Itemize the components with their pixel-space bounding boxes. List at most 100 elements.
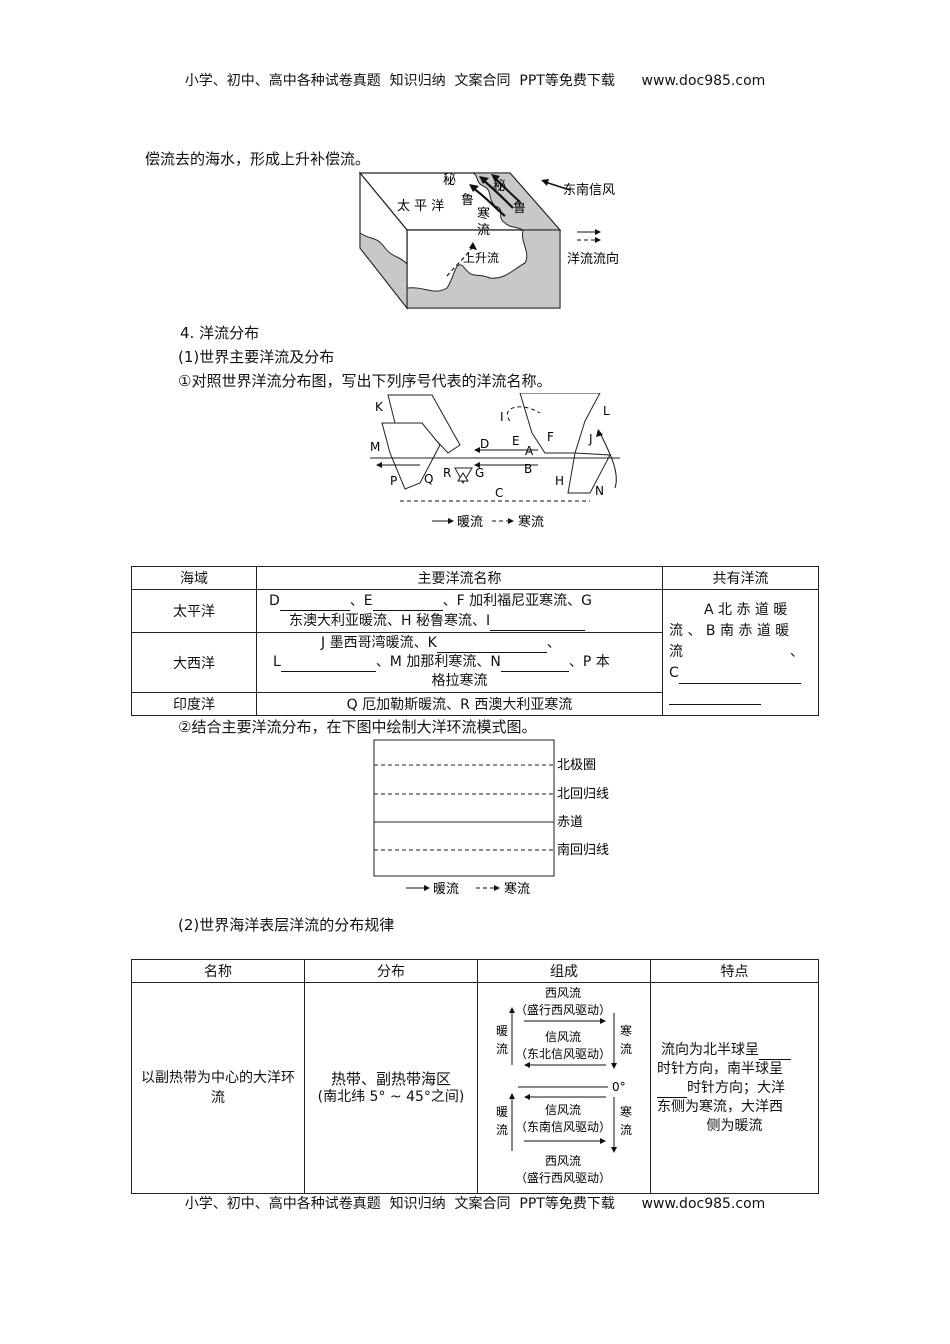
- th-composition: 组成: [477, 959, 651, 983]
- row-atlantic-name: 大西洋: [131, 632, 257, 693]
- th-current-names: 主要洋流名称: [256, 566, 663, 590]
- row-indian-currents: Q 厄加勒斯暖流、R 西澳大利亚寒流: [256, 692, 663, 716]
- features-l2: 时针方向，南半球呈: [657, 1060, 783, 1077]
- letter-q: Q: [424, 472, 433, 486]
- label-lu-1: 鲁: [461, 193, 474, 208]
- row-indian-name: 印度洋: [131, 692, 257, 716]
- question-2: ②结合主要洋流分布，在下图中绘制大洋环流模式图。: [178, 718, 537, 736]
- blank-south-direction[interactable]: [657, 1096, 687, 1098]
- th-name: 名称: [131, 959, 305, 983]
- comp-flow-n-warm: 流: [496, 1042, 508, 1056]
- letter-b: B: [524, 462, 532, 476]
- comp-north-top2: （盛行西风驱动）: [515, 1002, 611, 1017]
- blank-l[interactable]: [280, 671, 376, 672]
- comp-north-mid2: （东北信风驱动）: [515, 1047, 611, 1061]
- comp-south-mid1: 信风流: [545, 1103, 581, 1117]
- atlantic-comma: 、: [546, 635, 561, 651]
- features-l5: 侧为暖流: [706, 1117, 763, 1134]
- pacific-f-g: 、F 加利福尼亚寒流、G: [442, 593, 592, 609]
- atlantic-j-k: J 墨西哥湾暖流、K: [321, 635, 437, 651]
- th-shared-currents: 共有洋流: [662, 566, 819, 590]
- line-tropic-capricorn: 南回归线: [557, 842, 609, 858]
- gyre-template-diagram: 北极圈 北回归线 赤道 南回归线 暖流 寒流: [373, 739, 609, 897]
- atlantic-p: 、P 本: [568, 654, 610, 670]
- letter-r: R: [443, 466, 451, 480]
- line-equator: 赤道: [557, 815, 583, 830]
- blank-i[interactable]: [490, 630, 586, 631]
- letter-e: E: [512, 434, 520, 448]
- letter-j: J: [588, 432, 593, 446]
- comp-north-mid1: 信风流: [545, 1030, 581, 1044]
- letter-h: H: [555, 474, 564, 488]
- letter-g: G: [475, 466, 484, 480]
- question-1: ①对照世界洋流分布图，写出下列序号代表的洋流名称。: [178, 372, 552, 390]
- label-current-direction: 洋流流向: [567, 251, 619, 267]
- label-lu-2: 鲁: [513, 201, 526, 216]
- label-pacific: 太 平 洋: [397, 199, 444, 214]
- blank-n[interactable]: [500, 671, 569, 672]
- subsection-2: (2)世界海洋表层洋流的分布规律: [178, 916, 395, 934]
- th-features: 特点: [650, 959, 819, 983]
- comp-cold-s: 寒: [620, 1104, 632, 1119]
- cell-gyre-name: 以副热带为中心的大洋环流: [131, 982, 305, 1194]
- label-han: 寒: [477, 206, 490, 222]
- cell-distribution: 热带、副热带海区 (南北纬 5° ~ 45°之间): [304, 982, 478, 1194]
- comp-north-top1: 西风流: [545, 986, 581, 1000]
- atlantic-l: L: [273, 654, 281, 670]
- blank-e[interactable]: [372, 610, 443, 611]
- world-current-map: 暖流 寒流 K L M I J E A F D B R G H P Q C N: [370, 393, 620, 530]
- shared-line2: 流 、 B 南 赤 道 暖: [669, 623, 790, 639]
- letter-m: M: [370, 440, 380, 454]
- row-atlantic-currents: J 墨西哥湾暖流、K 、 L 、M 加那利寒流、N 、P 本 格拉寒流: [256, 632, 663, 693]
- row-pacific-name: 太平洋: [131, 589, 257, 633]
- gyre-legend-warm: 暖流: [433, 882, 459, 897]
- features-l1: 流向为北半球呈: [661, 1041, 759, 1058]
- legend-warm: 暖流: [457, 515, 483, 530]
- letter-p: P: [390, 474, 397, 488]
- atlantic-m-n: 、M 加那利寒流、N: [375, 654, 501, 670]
- legend-cold: 寒流: [518, 514, 544, 530]
- blank-d[interactable]: [279, 610, 350, 611]
- label-se-trade-wind: 东南信风: [563, 182, 615, 198]
- comp-cold-n: 寒: [620, 1023, 632, 1038]
- atlantic-line3: 格拉寒流: [431, 673, 488, 689]
- pacific-line2: 东澳大利亚暖流、H 秘鲁寒流、I: [289, 613, 491, 629]
- letter-a: A: [525, 444, 534, 458]
- label-upwelling: 上升流: [463, 251, 499, 265]
- peru-upwelling-diagram: 秘 秘 鲁 鲁 太 平 洋 寒 流 上升流 东南信风 洋流流向: [358, 171, 619, 310]
- comp-flow-s-warm: 流: [496, 1123, 508, 1137]
- label-bi-2: 秘: [493, 179, 506, 194]
- cell-composition: 西风流 （盛行西风驱动） 信风流 （东北信风驱动） 暖 流 寒 流 0°: [477, 982, 651, 1194]
- blank-north-direction[interactable]: [759, 1058, 791, 1060]
- letter-i: I: [500, 410, 504, 424]
- features-l3: 时针方向；大洋: [687, 1079, 785, 1096]
- th-sea-area: 海域: [131, 566, 257, 590]
- blank-c-1[interactable]: [678, 683, 801, 684]
- intro-line: 偿流去的海水，形成上升补偿流。: [145, 150, 371, 168]
- letter-d: D: [480, 437, 489, 451]
- gyre-composition-diagram: 西风流 （盛行西风驱动） 信风流 （东北信风驱动） 暖 流 寒 流 0°: [496, 986, 632, 1185]
- shared-currents-cell: A 北 赤 道 暖 流 、 B 南 赤 道 暖 流 、 C: [662, 589, 819, 716]
- letter-n: N: [595, 484, 604, 498]
- blank-k[interactable]: [436, 652, 547, 653]
- comp-warm-s: 暖: [496, 1105, 508, 1119]
- shared-line3: 流: [669, 644, 683, 660]
- shared-line3-comma: 、: [790, 644, 804, 660]
- cell-features: 流向为北半球呈 时针方向，南半球呈 时针方向；大洋 东侧为寒流，大洋西 侧为暖流: [650, 982, 819, 1194]
- comp-equator: 0°: [612, 1080, 626, 1094]
- line-tropic-cancer: 北回归线: [557, 787, 609, 802]
- page-footer: 小学、初中、高中各种试卷真题 知识归纳 文案合同 PPT等免费下载 www.do…: [184, 1196, 766, 1212]
- line-arctic-circle: 北极圈: [557, 758, 596, 773]
- subsection-1: (1)世界主要洋流及分布: [178, 348, 335, 366]
- label-bi-1: 秘: [443, 173, 456, 188]
- distribution-table: 名称 分布 组成 特点 以副热带为中心的大洋环流 热带、副热带海区 (南北纬 5…: [131, 959, 819, 1194]
- page-header: 小学、初中、高中各种试卷真题 知识归纳 文案合同 PPT等免费下载 www.do…: [184, 73, 766, 89]
- gyre-legend-cold: 寒流: [504, 881, 530, 897]
- comp-south-bot1: 西风流: [545, 1154, 581, 1168]
- shared-c: C: [669, 665, 679, 681]
- comp-flow-s-cold: 流: [620, 1123, 632, 1137]
- comp-south-mid2: （东南信风驱动）: [515, 1119, 611, 1134]
- ocean-current-table: 海域 主要洋流名称 共有洋流 太平洋 D、E、F 加利福尼亚寒流、G 东澳大利亚…: [131, 566, 819, 716]
- blank-c-2[interactable]: [669, 704, 761, 705]
- shared-line1: A 北 赤 道 暖: [704, 602, 788, 618]
